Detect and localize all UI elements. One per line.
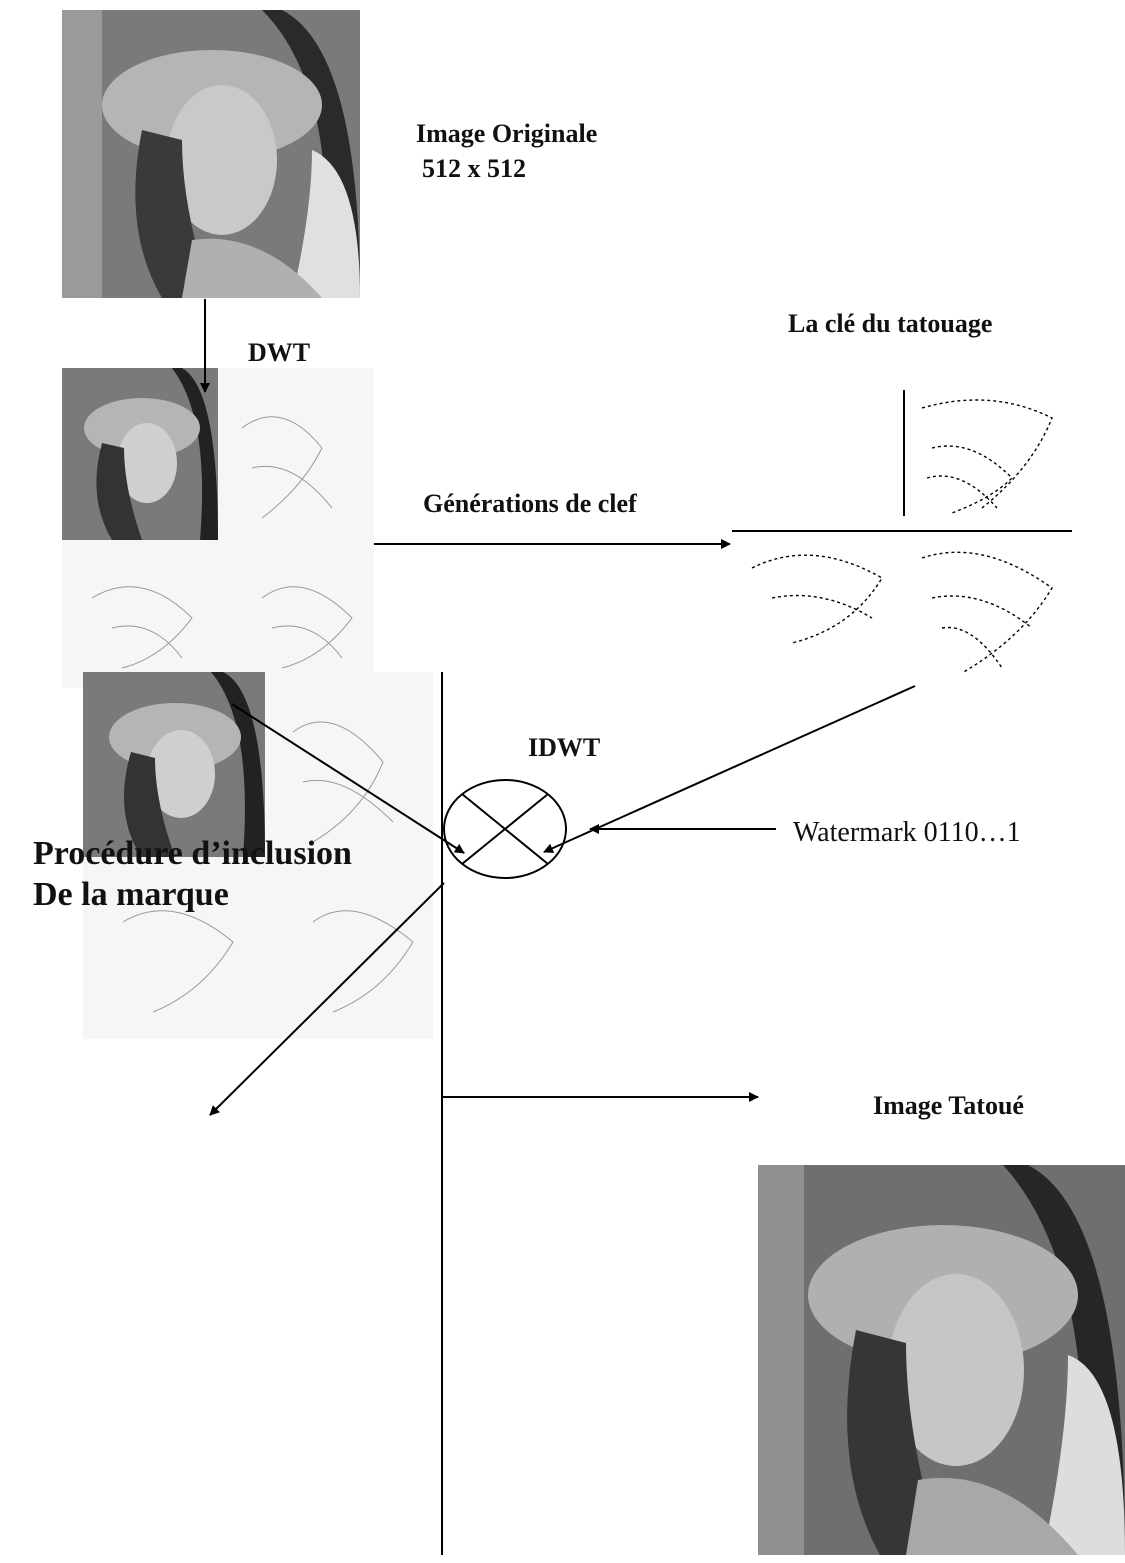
watermarked-dwt-decomposition [83, 672, 433, 1039]
arrow-dwt-to-multiplier [231, 703, 465, 854]
original-image [62, 10, 360, 298]
watermarked-image [758, 1165, 1125, 1555]
original-image-title: Image Originale [416, 119, 598, 148]
key-generation-label: Générations de clef [423, 489, 637, 518]
dwt-label: DWT [248, 338, 311, 367]
dwt-decomposition [62, 368, 374, 688]
watermarked-image-title: Image Tatoué [873, 1091, 1024, 1120]
arrow-multiplier-to-watermarked-dwt [209, 882, 445, 1116]
original-image-size: 512 x 512 [422, 154, 526, 183]
procedure-title-line2: De la marque [33, 876, 229, 913]
key-title: La clé du tatouage [788, 309, 993, 338]
arrow-key-to-multiplier [543, 685, 916, 853]
idwt-label: IDWT [528, 733, 601, 762]
procedure-title-line1: Procédure d’inclusion [33, 835, 352, 872]
watermark-bits-label: Watermark 0110…1 [793, 817, 1021, 848]
circled-x-icon [443, 779, 567, 879]
watermark-key-image [732, 388, 1072, 678]
